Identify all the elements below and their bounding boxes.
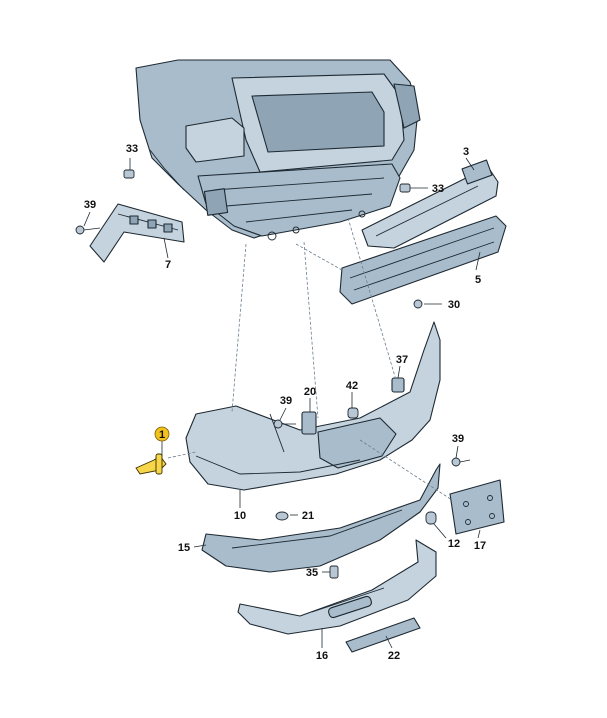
screw-33-right bbox=[399, 183, 411, 193]
license-bracket-17 bbox=[449, 479, 505, 535]
leader-lines bbox=[83, 157, 481, 649]
car-body-rear bbox=[135, 59, 421, 241]
callout-30[interactable]: 30 bbox=[448, 299, 460, 311]
callout-7[interactable]: 7 bbox=[165, 259, 171, 271]
sensor-12 bbox=[425, 511, 437, 525]
bracket-20 bbox=[301, 411, 317, 435]
grommet-42 bbox=[347, 407, 359, 419]
callout-12[interactable]: 12 bbox=[448, 538, 460, 550]
screw-39-bracket bbox=[75, 225, 101, 235]
bumper-reinforcement-5 bbox=[339, 215, 507, 305]
clip-37 bbox=[391, 377, 405, 393]
screw-33-left bbox=[123, 169, 135, 179]
plug-21 bbox=[275, 511, 289, 521]
screw-39-cover bbox=[273, 419, 296, 429]
side-bracket-7 bbox=[89, 203, 185, 263]
callout-42[interactable]: 42 bbox=[346, 380, 358, 392]
screw-30 bbox=[413, 299, 423, 309]
callout-1[interactable]: 1 bbox=[154, 426, 170, 442]
impact-absorber-3 bbox=[361, 159, 499, 249]
callout-labels: 1 3 5 7 10 12 15 16 17 20 21 22 30 33 33… bbox=[84, 143, 486, 662]
trim-strip-22 bbox=[345, 617, 421, 653]
lower-trim-15 bbox=[201, 463, 441, 573]
screw-39-side bbox=[451, 457, 471, 467]
callout-15[interactable]: 15 bbox=[178, 542, 190, 554]
callout-3[interactable]: 3 bbox=[463, 146, 469, 158]
callout-33-left[interactable]: 33 bbox=[126, 143, 138, 155]
callout-16[interactable]: 16 bbox=[316, 650, 328, 662]
callout-10[interactable]: 10 bbox=[234, 510, 246, 522]
callout-39-cover[interactable]: 39 bbox=[280, 395, 292, 407]
callout-39-bracket[interactable]: 39 bbox=[84, 199, 96, 211]
callout-22[interactable]: 22 bbox=[388, 650, 400, 662]
callout-35[interactable]: 35 bbox=[306, 567, 318, 579]
callout-17[interactable]: 17 bbox=[474, 540, 486, 552]
assembly-guides bbox=[167, 217, 453, 501]
screw-35 bbox=[329, 565, 339, 579]
callout-37[interactable]: 37 bbox=[396, 354, 408, 366]
diffuser-16 bbox=[237, 539, 437, 635]
callout-21[interactable]: 21 bbox=[302, 510, 314, 522]
callout-5[interactable]: 5 bbox=[475, 274, 481, 286]
svg-text:1: 1 bbox=[159, 429, 165, 441]
bumper-cover-10 bbox=[185, 321, 441, 491]
callout-39-side[interactable]: 39 bbox=[452, 433, 464, 445]
expanding-rivet-1 bbox=[135, 453, 167, 475]
callout-33-right[interactable]: 33 bbox=[432, 183, 444, 195]
callout-20[interactable]: 20 bbox=[304, 386, 316, 398]
